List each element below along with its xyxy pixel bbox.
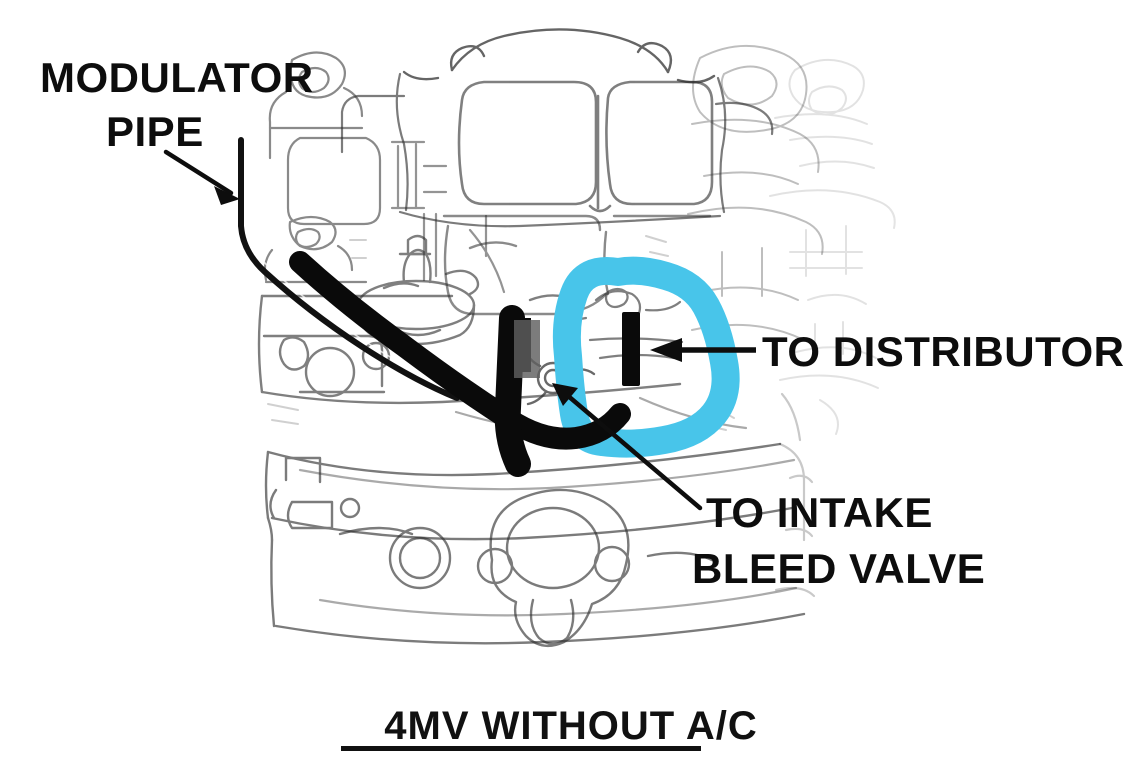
manifold-carb-flange (338, 488, 714, 648)
hose-branch-stub (494, 305, 531, 477)
to-intake-bleed-valve-label-line1: TO INTAKE (706, 489, 933, 536)
callout-labels-group: MODULATOR PIPE TO DISTRIBUTOR TO INTAKE … (40, 54, 1124, 592)
distributor-nipple-bar (622, 312, 640, 386)
vacuum-hoses-group (238, 137, 640, 477)
main-vacuum-hose (289, 251, 631, 450)
to-intake-bleed-valve-leader (564, 392, 703, 511)
modulator-pipe-leader (163, 149, 234, 196)
manifold-right-edge (774, 392, 816, 598)
highlight-annotation-group[interactable] (552, 256, 740, 458)
carburetor-linkage (390, 140, 506, 294)
choke-housing (263, 51, 382, 284)
figure-caption-group: 4MV WITHOUT A/C (341, 704, 758, 751)
figure-caption-underline (341, 746, 701, 751)
modulator-pipe-arrowhead (214, 186, 240, 205)
to-distributor-arrowhead (650, 338, 682, 362)
modulator-pipe-tube (238, 137, 460, 401)
far-right-faint-detail (769, 59, 896, 435)
leader-arrows-group (163, 149, 756, 511)
hose-connector-band (514, 320, 540, 378)
modulator-pipe-highlight (247, 143, 459, 393)
modulator-pipe-label-line2: PIPE (106, 108, 204, 155)
to-intake-bleed-valve-label-line2: BLEED VALVE (692, 545, 985, 592)
to-intake-bleed-valve-arrowhead (552, 383, 578, 406)
carburetor-body (340, 72, 774, 228)
modulator-pipe-label-line1: MODULATOR (40, 54, 314, 101)
carburetor-bore-chambers (457, 80, 714, 213)
figure-caption: 4MV WITHOUT A/C (384, 704, 758, 748)
carburetor-float-bowl (442, 214, 712, 316)
cyan-highlight-loop[interactable] (552, 256, 740, 458)
to-distributor-label: TO DISTRIBUTOR (762, 328, 1124, 375)
